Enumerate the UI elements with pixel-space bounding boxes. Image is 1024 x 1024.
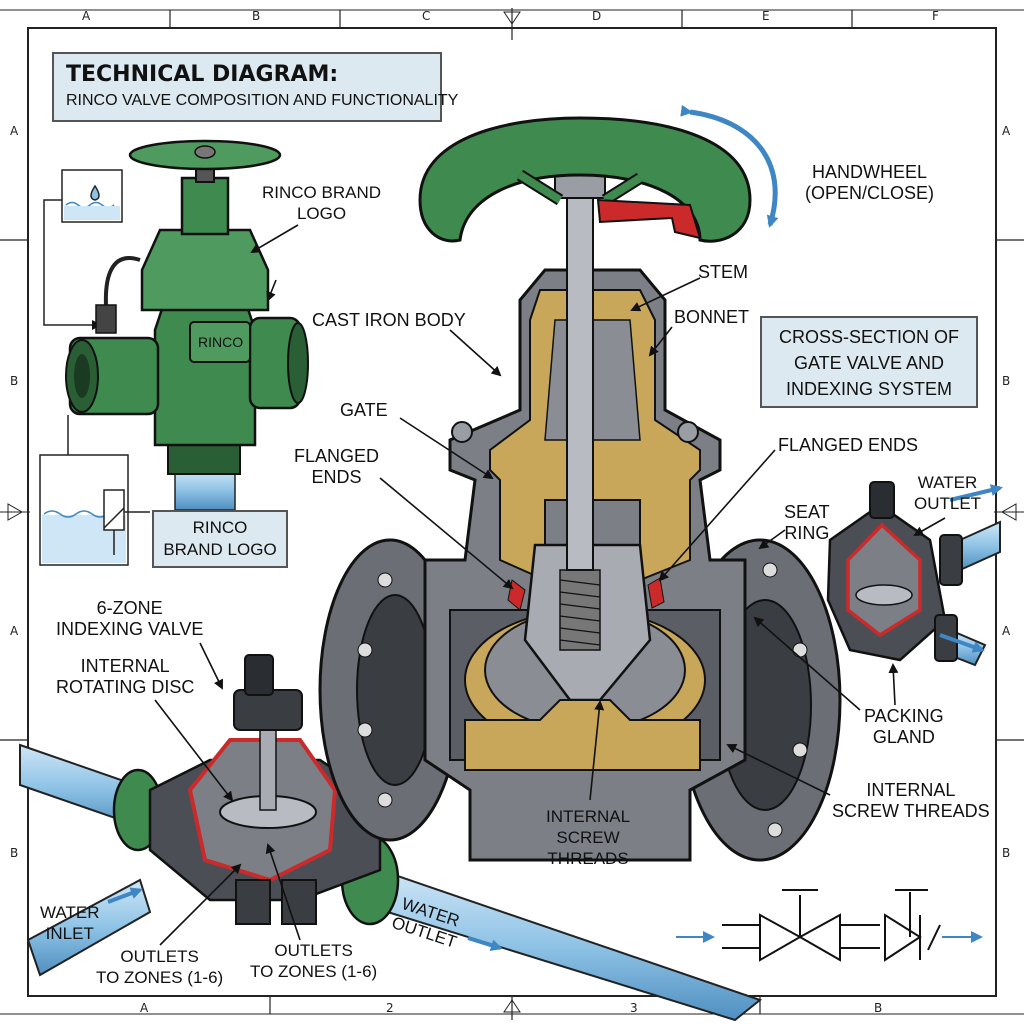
cross-section-box: CROSS-SECTION OF GATE VALVE AND INDEXING… xyxy=(760,316,978,408)
valve-symbols xyxy=(676,889,983,962)
indexing-valve-illustration xyxy=(112,654,400,926)
grid-top-3: C xyxy=(422,9,431,23)
label-flanged-ends-right: FLANGED ENDS xyxy=(778,435,919,455)
label-gate: GATE xyxy=(340,400,388,420)
title-box: TECHNICAL DIAGRAM: RINCO VALVE COMPOSITI… xyxy=(52,52,458,122)
flow-arrows xyxy=(107,484,1003,952)
tank-schematic-top xyxy=(43,169,123,330)
leader-lines xyxy=(154,224,946,946)
tank-schematic-bottom xyxy=(39,415,150,566)
grid-left-3: A xyxy=(10,624,19,638)
rinco-brand-logo-box: RINCO BRAND LOGO xyxy=(152,510,288,568)
grid-top-5: E xyxy=(762,9,770,23)
grid-top-1: A xyxy=(82,9,91,23)
label-handwheel: HANDWHEEL(OPEN/CLOSE) xyxy=(805,162,935,203)
grid-top-4: D xyxy=(592,9,602,23)
label-stem: STEM xyxy=(698,262,749,282)
label-bonnet: BONNET xyxy=(674,307,750,327)
grid-left-1: A xyxy=(10,124,19,138)
grid-left-2: B xyxy=(10,374,19,388)
cross-section-label: CROSS-SECTION OF GATE VALVE AND INDEXING… xyxy=(778,327,959,399)
small-indexing-valve xyxy=(826,481,963,662)
label-rinco-body-text: RINCO xyxy=(198,334,244,350)
label-cast-iron-body: CAST IRON BODY xyxy=(312,310,466,330)
irrigation-pipes xyxy=(19,520,1001,1022)
grid-bottom-3: 3 xyxy=(630,1001,638,1015)
grid-bottom-2: 2 xyxy=(386,1001,394,1015)
grid-left-4: B xyxy=(10,846,19,860)
grid-right-3: A xyxy=(1002,624,1011,638)
diagram-title: TECHNICAL DIAGRAM: xyxy=(66,62,339,87)
drawing-frame xyxy=(0,8,1024,1020)
grid-bottom-4: B xyxy=(874,1001,883,1015)
grid-right-1: A xyxy=(1002,124,1011,138)
rinco-valve-illustration xyxy=(65,139,309,511)
rinco-brand-logo-box-label: RINCO BRAND LOGO xyxy=(163,518,277,559)
diagram-subtitle: RINCO VALVE COMPOSITION AND FUNCTIONALIT… xyxy=(66,92,459,109)
grid-bottom-1: A xyxy=(140,1001,149,1015)
grid-right-2: B xyxy=(1002,374,1011,388)
grid-top-2: B xyxy=(252,9,261,23)
grid-top-6: F xyxy=(932,9,939,23)
grid-right-4: B xyxy=(1002,846,1011,860)
gate-valve-cross-section xyxy=(318,104,842,862)
